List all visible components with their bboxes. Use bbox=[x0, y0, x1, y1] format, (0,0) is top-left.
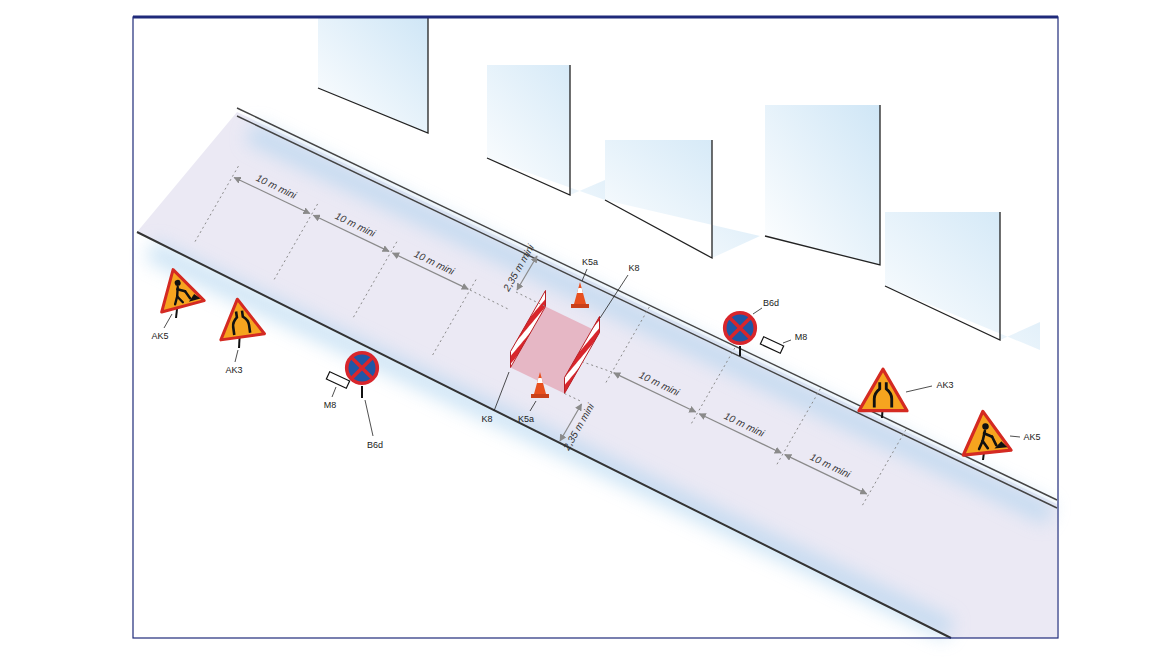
sign-code: AK3 bbox=[225, 366, 242, 375]
sign-code: AK3 bbox=[936, 381, 953, 390]
sign-code: AK5 bbox=[151, 332, 168, 341]
sign-code: B6d bbox=[763, 299, 779, 308]
dotted-guide bbox=[470, 290, 508, 309]
sign-code: K8 bbox=[481, 415, 492, 424]
dimension-label: 10 m mini bbox=[254, 174, 297, 202]
dimension-label: 10 m mini bbox=[413, 249, 456, 277]
dimension-lines bbox=[195, 166, 906, 505]
sign-code: M8 bbox=[795, 333, 808, 342]
sign-code: K5a bbox=[518, 415, 534, 424]
dimension-label: 10 m mini bbox=[333, 211, 376, 239]
dotted-guide bbox=[565, 394, 583, 403]
frame-top bbox=[133, 16, 1058, 19]
dotted-guide bbox=[433, 280, 477, 356]
dimension-label: 10 m mini bbox=[722, 411, 765, 439]
dimension-label: 10 m mini bbox=[637, 370, 680, 398]
dotted-guide bbox=[516, 292, 546, 307]
work-zone bbox=[511, 282, 600, 398]
dotted-guide bbox=[195, 166, 239, 242]
dimension-label: 2,35 m mini bbox=[502, 243, 536, 293]
road bbox=[137, 108, 1057, 638]
sign-code: K5a bbox=[582, 258, 598, 267]
dotted-guide bbox=[274, 204, 318, 280]
sign-code: B6d bbox=[367, 441, 383, 450]
frame bbox=[133, 17, 1058, 638]
dimension-label: 10 m mini bbox=[808, 452, 851, 480]
sign-code: K8 bbox=[628, 264, 639, 273]
dimension-label: 2,35 m mini bbox=[562, 402, 596, 452]
dotted-guide bbox=[353, 242, 397, 318]
signs bbox=[152, 264, 1011, 460]
sign-code: AK5 bbox=[1023, 433, 1040, 442]
dotted-guide bbox=[583, 362, 612, 372]
sign-code: M8 bbox=[324, 401, 337, 410]
dotted-guide bbox=[863, 429, 907, 505]
